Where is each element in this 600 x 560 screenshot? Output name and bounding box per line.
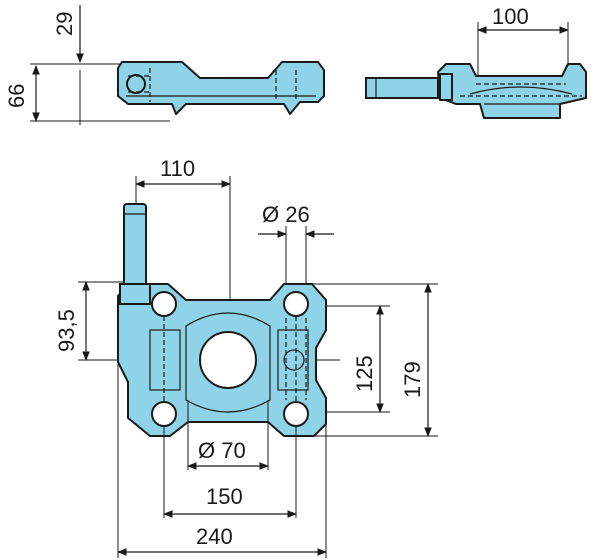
pocket-left (149, 329, 181, 391)
side-part-body (117, 61, 325, 115)
dim-66-label: 66 (4, 84, 29, 108)
pocket-right (277, 329, 309, 391)
hole-bottom-right (283, 401, 309, 427)
center-bore (199, 331, 257, 389)
dim-179-label: 179 (400, 361, 425, 398)
side-view-left: 29 66 (4, 5, 325, 125)
hole-top-left (151, 291, 177, 317)
hole-bottom-left (151, 401, 177, 427)
hole-top-right (283, 291, 309, 317)
front-part-body (437, 63, 587, 119)
front-collar (439, 73, 453, 101)
vertical-pin (123, 203, 147, 295)
dim-240-label: 240 (196, 524, 233, 549)
front-view-right: 100 (365, 4, 587, 119)
dim-29-label: 29 (52, 12, 77, 36)
dim-100-label: 100 (492, 4, 529, 29)
front-pin (365, 77, 439, 99)
dim-110-label: 110 (160, 156, 195, 181)
dim-150-label: 150 (206, 484, 243, 509)
pin-collar (119, 283, 151, 305)
dim-125-label: 125 (352, 355, 377, 392)
plan-view: 110 Ø 26 93,5 125 179 (54, 156, 438, 558)
side-pivot (126, 74, 146, 94)
dim-935-label: 93,5 (54, 309, 79, 352)
dim-d70-label: Ø 70 (198, 438, 246, 463)
dim-d26-label: Ø 26 (262, 202, 310, 227)
bore-boss (185, 312, 271, 413)
pocket-right-pin (283, 349, 305, 371)
